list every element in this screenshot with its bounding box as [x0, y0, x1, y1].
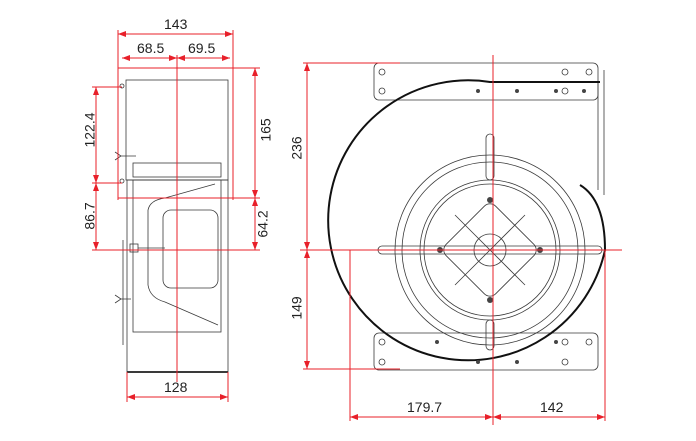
dim-center-to-bottom: 149	[288, 296, 305, 320]
scroll-housing	[327, 79, 607, 362]
dim-top-to-center: 236	[288, 136, 305, 160]
dim-base-width: 128	[164, 379, 188, 395]
dim-overall-width: 143	[164, 16, 188, 32]
dim-outlet-center: 64.2	[254, 210, 271, 238]
dim-right-offset: 69.5	[188, 40, 216, 56]
wing-nut-icon	[114, 151, 136, 161]
wing-nut-icon	[114, 294, 131, 304]
side-view	[92, 30, 260, 402]
dim-housing-height: 165	[257, 118, 274, 142]
dim-center-to-right: 142	[540, 399, 564, 415]
dim-left-to-center: 179.7	[407, 399, 443, 415]
dim-mount-upper: 122.4	[81, 112, 98, 148]
dim-mount-lower: 86.7	[81, 202, 98, 230]
front-view	[300, 55, 622, 425]
dim-left-offset: 68.5	[137, 40, 165, 56]
